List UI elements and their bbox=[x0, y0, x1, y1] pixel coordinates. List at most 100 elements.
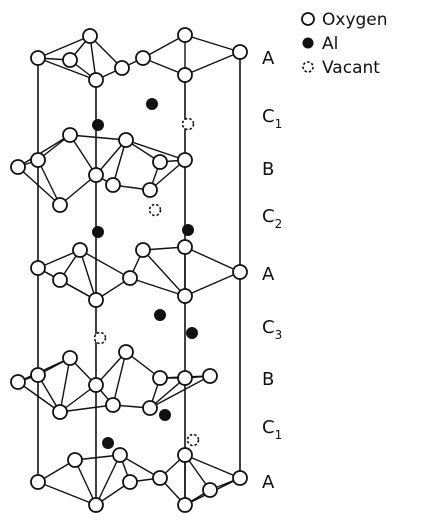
oxygen-layer-edges bbox=[17, 34, 241, 506]
bond-line bbox=[69, 134, 97, 176]
bond-line bbox=[59, 357, 71, 413]
vacant-site bbox=[148, 203, 162, 217]
vacant-legend-symbol bbox=[302, 61, 314, 73]
oxygen-atom bbox=[232, 470, 248, 486]
bond-line bbox=[184, 454, 241, 479]
layer-label: A bbox=[262, 264, 275, 285]
oxygen-atom bbox=[177, 27, 193, 43]
oxygen-atom bbox=[52, 404, 68, 420]
bond-line bbox=[112, 351, 127, 406]
atoms bbox=[10, 27, 248, 513]
al-atom bbox=[159, 409, 171, 421]
bond-line bbox=[95, 454, 121, 506]
oxygen-atom bbox=[118, 132, 134, 148]
oxygen-atom bbox=[30, 367, 46, 383]
oxygen-atom bbox=[142, 400, 158, 416]
oxygen-atom bbox=[10, 374, 26, 390]
bond-line bbox=[142, 249, 186, 297]
oxygen-atom bbox=[62, 52, 78, 68]
layer-label: A bbox=[262, 472, 275, 493]
al-atom bbox=[154, 309, 166, 321]
bond-line bbox=[184, 34, 241, 53]
bond-line bbox=[79, 249, 97, 301]
al-legend-symbol bbox=[302, 37, 314, 49]
oxygen-atom bbox=[177, 447, 193, 463]
layer-label: A bbox=[262, 48, 275, 69]
bond-line bbox=[17, 381, 61, 413]
al-atom bbox=[102, 437, 114, 449]
bond-line bbox=[37, 159, 61, 206]
al-atom bbox=[186, 327, 198, 339]
bond-line bbox=[125, 139, 186, 161]
bond-line bbox=[184, 246, 241, 273]
oxygen-atom bbox=[88, 292, 104, 308]
bond-line bbox=[17, 134, 71, 168]
bond-line bbox=[149, 375, 211, 409]
oxygen-atom bbox=[62, 127, 78, 143]
oxygen-atom bbox=[105, 177, 121, 193]
oxygen-atom bbox=[118, 344, 134, 360]
unit-cell-frame bbox=[37, 52, 241, 505]
oxygen-atom bbox=[62, 350, 78, 366]
bond-line bbox=[142, 34, 186, 59]
bond-line bbox=[79, 249, 131, 279]
layer-label: C3 bbox=[262, 317, 282, 342]
vacant-site bbox=[186, 433, 200, 447]
oxygen-atom bbox=[152, 154, 168, 170]
oxygen-atom bbox=[112, 447, 128, 463]
layer-label: C1 bbox=[262, 417, 282, 442]
al-atom bbox=[92, 226, 104, 238]
oxygen-atom bbox=[232, 44, 248, 60]
al-atom bbox=[92, 119, 104, 131]
oxygen-atom bbox=[232, 264, 248, 280]
oxygen-atom bbox=[88, 72, 104, 88]
oxygen-atom bbox=[177, 152, 193, 168]
oxygen-legend-symbol bbox=[301, 12, 315, 26]
oxygen-atom bbox=[72, 242, 88, 258]
oxygen-atom bbox=[152, 470, 168, 486]
layer-label: B bbox=[262, 159, 274, 180]
layer-label: B bbox=[262, 369, 274, 390]
oxygen-atom bbox=[135, 242, 151, 258]
oxygen-atom bbox=[177, 288, 193, 304]
oxygen-atom bbox=[122, 270, 138, 286]
bond-line bbox=[184, 51, 241, 76]
bond-line bbox=[74, 459, 97, 506]
oxygen-atom bbox=[114, 60, 130, 76]
oxygen-atom bbox=[122, 474, 138, 490]
oxygen-atom bbox=[177, 370, 193, 386]
oxygen-atom bbox=[177, 239, 193, 255]
al-atom bbox=[182, 224, 194, 236]
oxygen-atom bbox=[142, 182, 158, 198]
bond-line bbox=[129, 277, 186, 297]
oxygen-atom bbox=[10, 159, 26, 175]
oxygen-atom bbox=[88, 377, 104, 393]
bond-line bbox=[37, 35, 91, 59]
legend: Oxygen Al Vacant bbox=[301, 10, 388, 78]
oxygen-atom bbox=[82, 28, 98, 44]
bond-line bbox=[37, 57, 97, 81]
oxygen-atom bbox=[88, 167, 104, 183]
bond-line bbox=[37, 481, 97, 506]
vacant-site bbox=[93, 331, 107, 345]
oxygen-atom bbox=[135, 50, 151, 66]
layer-label: C2 bbox=[262, 206, 282, 231]
bond-line bbox=[17, 166, 61, 206]
oxygen-atom bbox=[202, 368, 218, 384]
oxygen-atom bbox=[52, 272, 68, 288]
oxygen-atom bbox=[67, 452, 83, 468]
oxygen-atom bbox=[177, 67, 193, 83]
oxygen-atom bbox=[202, 482, 218, 498]
oxygen-atom bbox=[30, 474, 46, 490]
oxygen-atom bbox=[30, 50, 46, 66]
legend-vacant-label: Vacant bbox=[322, 58, 380, 78]
layer-label: C1 bbox=[262, 106, 282, 131]
oxygen-atom bbox=[52, 197, 68, 213]
bond-line bbox=[69, 134, 127, 141]
al-atom bbox=[146, 98, 158, 110]
bond-line bbox=[184, 271, 241, 297]
oxygen-atom bbox=[30, 152, 46, 168]
oxygen-atom bbox=[30, 260, 46, 276]
